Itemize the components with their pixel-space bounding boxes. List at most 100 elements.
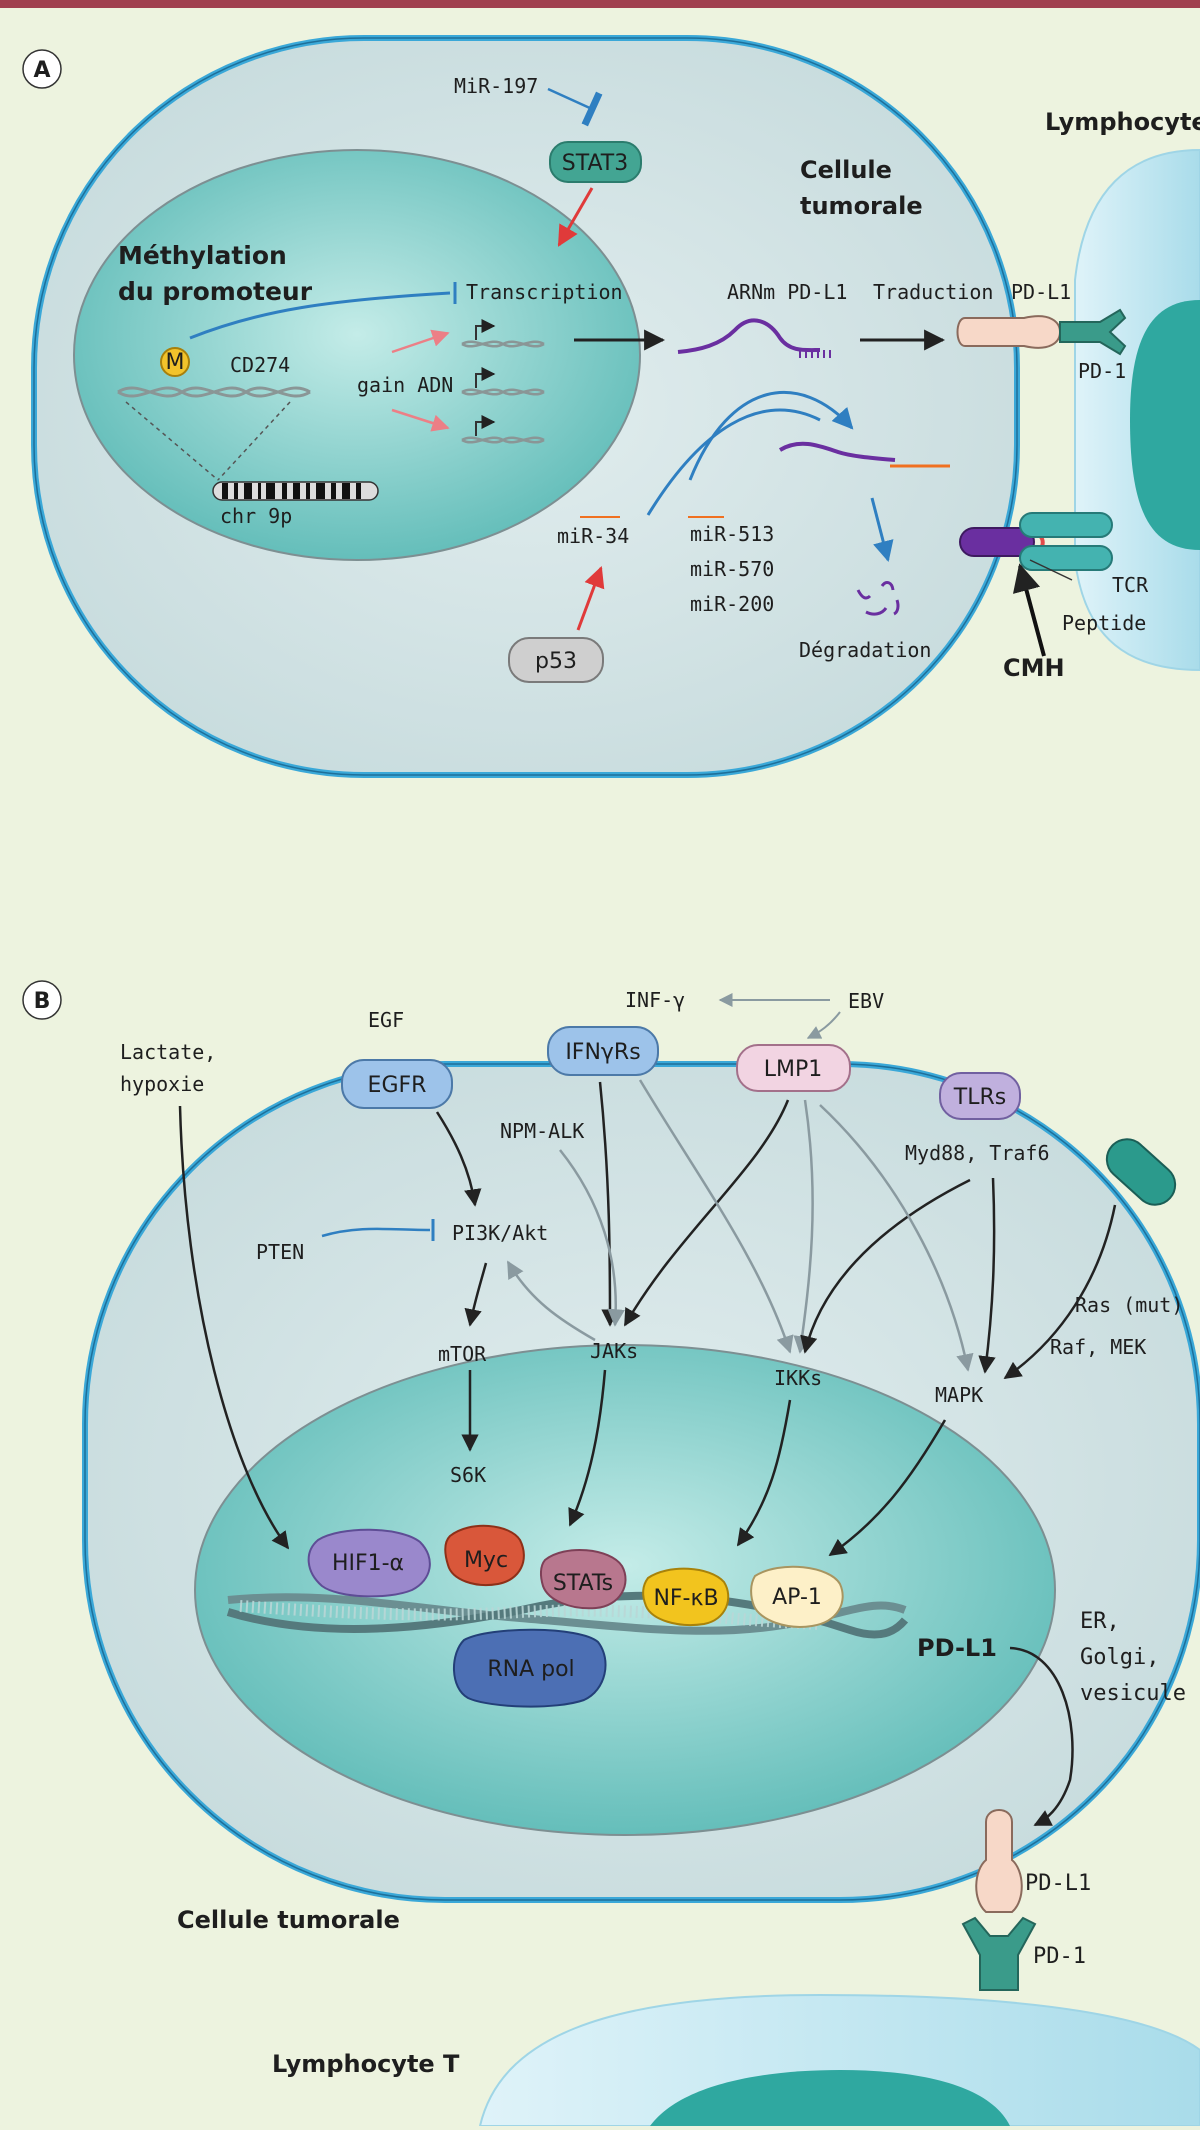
tlrs-to-ikks-arrow xyxy=(800,1178,971,1354)
lymphocyte-a-label: Lymphocyte T xyxy=(1045,108,1200,136)
p53-label: p53 xyxy=(535,649,577,674)
pd1-a-shape xyxy=(1059,308,1127,356)
tumor-cell-a-title-2: tumorale xyxy=(800,192,923,220)
myd88-label: Myd88, Traf6 xyxy=(905,1141,1050,1165)
egf-label: EGF xyxy=(368,1008,404,1032)
lymphocyte-b-label: Lymphocyte T xyxy=(272,2050,460,2078)
cmh-label: CMH xyxy=(1003,654,1065,682)
lmp1-label: LMP1 xyxy=(764,1057,823,1082)
panel-b: B EGFR IFNγRs LMP1 TLRs INF-γ EBV EGF La… xyxy=(22,980,1200,2127)
ras-to-mapk-arrow xyxy=(1003,1204,1117,1380)
lymphocyte-b-nucleus xyxy=(650,2070,1010,2126)
tcr-upper xyxy=(1019,512,1113,538)
degraded-fragments xyxy=(856,581,900,616)
promoter-copies xyxy=(461,319,545,444)
mtor-label: mTOR xyxy=(438,1342,487,1366)
mir200-label: miR-200 xyxy=(690,592,774,616)
nucleus-a xyxy=(73,149,641,561)
ifngrs-to-ikks-arrow xyxy=(638,1079,794,1354)
nfkb-label: NF-κB xyxy=(653,1586,718,1611)
hif1-label: HIF1-α xyxy=(332,1551,404,1576)
egfr-label: EGFR xyxy=(368,1073,427,1098)
p53-box xyxy=(508,637,604,683)
stats-shape xyxy=(539,1549,627,1610)
tlrs-to-mapk-arrow xyxy=(978,1177,996,1374)
myc-shape xyxy=(444,1524,525,1586)
peptide-label: Peptide xyxy=(1062,611,1146,635)
mir34-inhibition xyxy=(646,408,821,516)
myc-label: Myc xyxy=(464,1548,508,1573)
jaks-label: JAKs xyxy=(590,1339,638,1363)
ifngrs-to-jaks-arrow xyxy=(598,1081,619,1327)
pdl1-gene-label: PD-L1 xyxy=(917,1634,997,1662)
npmalk-to-jaks-arrow xyxy=(559,1149,625,1327)
raf-label: Raf, MEK xyxy=(1050,1335,1146,1359)
tlrs-label: TLRs xyxy=(953,1085,1006,1110)
pdl1-b-shape xyxy=(975,1809,1023,1913)
ebv-to-lmp1-arrow xyxy=(806,1011,841,1039)
cmh-shape xyxy=(959,527,1035,557)
stat3-activation-arrow xyxy=(557,187,594,247)
ifngrs-label: IFNγRs xyxy=(565,1040,640,1065)
degradation-arrow xyxy=(870,497,894,563)
pd1-b-label: PD-1 xyxy=(1033,1944,1086,1969)
egfr-to-pi3k-arrow xyxy=(435,1111,482,1207)
panel-a: A Lymphocyte T Cellule tumorale MiR-197 … xyxy=(22,35,1200,778)
dna-b xyxy=(226,1591,909,1639)
er-label-1: ER, xyxy=(1080,1609,1120,1634)
cmh-arrow xyxy=(1012,563,1046,657)
methylation-title-1: Méthylation xyxy=(118,241,287,270)
panel-b-badge xyxy=(22,980,62,1020)
tumor-cell-b-label: Cellule tumorale xyxy=(177,1906,400,1934)
mir197-label: MiR-197 xyxy=(454,74,538,98)
cd274-label: CD274 xyxy=(230,353,290,377)
tlrs-box xyxy=(939,1072,1021,1120)
npm-alk-label: NPM-ALK xyxy=(500,1119,584,1143)
pi3k-to-mtor-arrow xyxy=(464,1262,488,1327)
panel-b-badge-label: B xyxy=(34,989,51,1014)
stats-label: STATs xyxy=(553,1571,613,1596)
methyl-mark xyxy=(160,347,190,377)
degradation-label: Dégradation xyxy=(799,638,931,662)
trafficking-arrow xyxy=(1009,1646,1074,1827)
mrna-targeted xyxy=(778,441,896,462)
tcr-label: TCR xyxy=(1112,573,1149,597)
methyl-mark-label: M xyxy=(166,350,185,375)
pd1-a-label: PD-1 xyxy=(1078,359,1126,383)
panel-a-badge-label: A xyxy=(33,58,50,83)
er-label-3: vesicule xyxy=(1080,1681,1186,1706)
mir34-label: miR-34 xyxy=(557,524,629,548)
arnm-label: ARNm PD-L1 xyxy=(727,280,847,304)
mir513-label: miR-513 xyxy=(690,522,774,546)
ap1-shape xyxy=(750,1565,844,1628)
mrna-polyA xyxy=(799,350,831,358)
mir-degradation-arrow xyxy=(688,390,854,481)
mrna-pdl1 xyxy=(677,318,821,354)
lactate-to-hif1-arrow xyxy=(178,1105,290,1550)
gain-arrow-1 xyxy=(391,329,450,354)
gain-arrow-2 xyxy=(391,408,450,432)
pi3k-label: PI3K/Akt xyxy=(452,1221,548,1245)
cd274-dna xyxy=(117,386,311,398)
ap1-label: AP-1 xyxy=(772,1585,822,1610)
nfkb-shape xyxy=(642,1567,730,1626)
stat3-box xyxy=(549,141,642,183)
methylation-title-2: du promoteur xyxy=(118,277,313,306)
chr9p-label: chr 9p xyxy=(220,504,292,528)
stat3-label: STAT3 xyxy=(562,151,628,176)
lymphocyte-a-nucleus xyxy=(1130,300,1200,550)
rna-pol-shape xyxy=(452,1628,607,1708)
tcr-lower xyxy=(1019,545,1113,571)
ikks-to-nfkb-arrow xyxy=(736,1399,792,1547)
pdl1-a-shape xyxy=(956,315,1062,349)
lmp1-box xyxy=(736,1044,851,1092)
mir570-label: miR-570 xyxy=(690,557,774,581)
mir197-inhibition-arrow xyxy=(547,87,603,127)
pten-label: PTEN xyxy=(256,1240,304,1264)
ras-label: Ras (mut) xyxy=(1075,1293,1183,1317)
pdl1-b-label: PD-L1 xyxy=(1025,1871,1091,1896)
transcription-label: Transcription xyxy=(466,280,623,304)
lmp1-to-mapk-arrow xyxy=(819,1104,974,1372)
methylation-inhibition-line xyxy=(189,291,451,340)
